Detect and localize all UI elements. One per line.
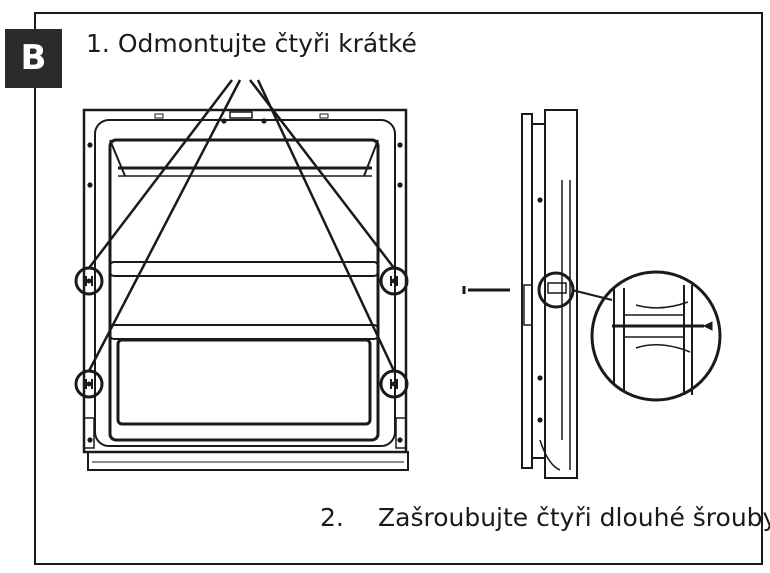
callout-magnifier <box>571 270 722 402</box>
step-badge: B <box>5 29 62 88</box>
step-1-instruction: 1. Odmontujte čtyři krátké <box>86 29 417 58</box>
step-1-text: Odmontujte čtyři krátké <box>117 29 417 58</box>
leader-lines <box>87 79 396 372</box>
short-screw-markers <box>74 266 409 399</box>
step-1-number: 1. <box>86 29 110 58</box>
step-2-number: 2. <box>320 503 344 532</box>
step-2-text: Zašroubujte čtyři dlouhé šrouby <box>378 503 770 532</box>
door-front-view <box>82 108 409 471</box>
diagram-frame <box>34 12 763 565</box>
door-side-view <box>521 109 578 479</box>
long-screw-icon <box>462 286 510 294</box>
